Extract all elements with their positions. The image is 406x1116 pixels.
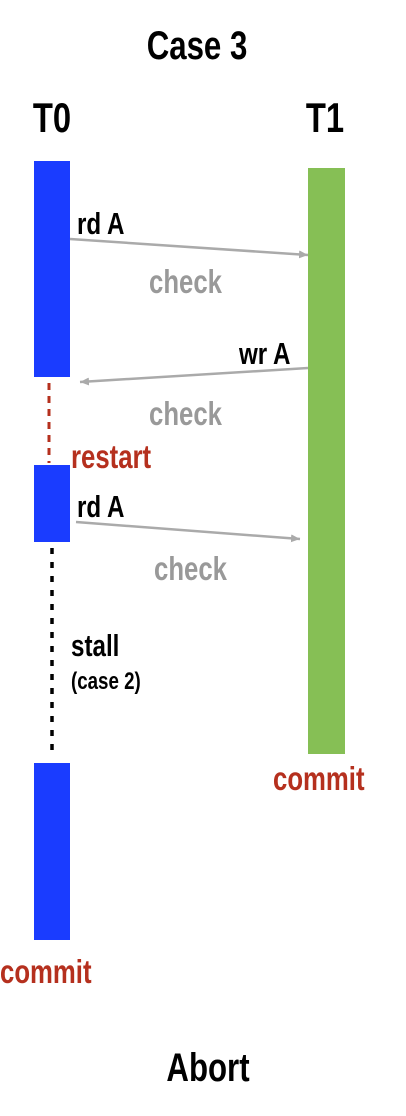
check-label-1: check: [149, 263, 222, 300]
lane-label-t0: T0: [32, 94, 72, 141]
t0-bar-3: [34, 763, 70, 940]
arrow-rd-a-1: [69, 237, 309, 259]
t0-bar-1: [34, 161, 70, 377]
restart-label: restart: [71, 438, 152, 475]
commit-label-t1: commit: [273, 760, 365, 797]
check-label-2: check: [149, 395, 222, 432]
stall-note-label: (case 2): [71, 668, 141, 695]
lane-label-t1: T1: [305, 94, 345, 141]
t1-bar: [308, 168, 345, 754]
op-label-wr-a: wr A: [239, 336, 291, 371]
op-label-rd-a-2: rd A: [77, 489, 125, 524]
arrow-rd-a-2: [75, 520, 301, 543]
t0-bar-2: [34, 465, 70, 542]
commit-label-t0: commit: [0, 953, 92, 990]
arrow-wr-a: [79, 366, 309, 386]
caption-abort: Abort: [166, 1046, 250, 1090]
diagram-title: Case 3: [146, 24, 248, 68]
op-label-rd-a-1: rd A: [77, 206, 125, 241]
stall-label: stall: [71, 628, 120, 663]
check-label-3: check: [154, 550, 227, 587]
